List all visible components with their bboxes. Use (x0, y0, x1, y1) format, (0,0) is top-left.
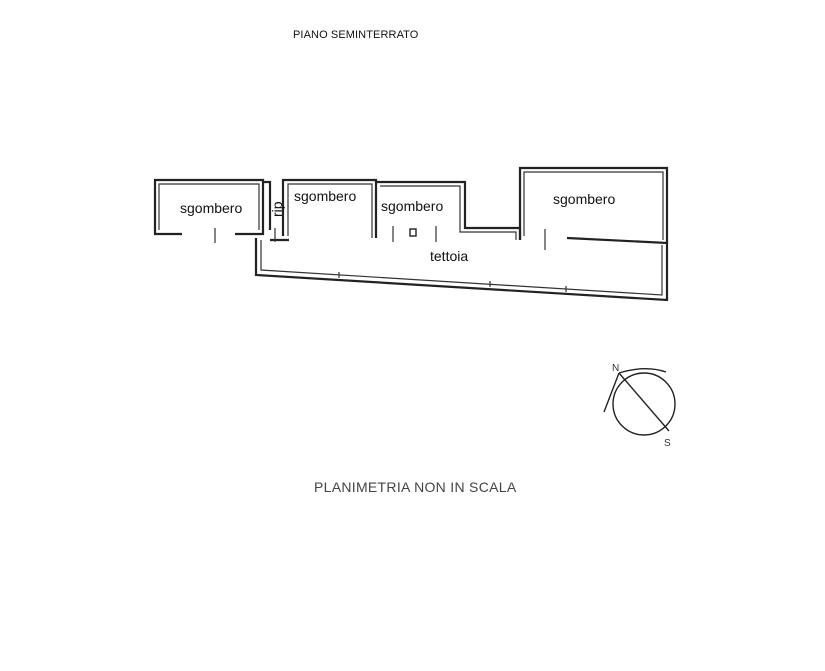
scale-note: PLANIMETRIA NON IN SCALA (314, 479, 517, 495)
compass-south-label: S (664, 438, 671, 449)
room-3-label: sgombero (381, 198, 443, 214)
room-1-label: sgombero (180, 200, 242, 216)
landing-label: rip (269, 201, 285, 217)
plan-title: PIANO SEMINTERRATO (293, 29, 419, 41)
room-4-label: sgombero (553, 191, 615, 207)
landing-walls (263, 180, 289, 242)
compass-icon: N S (603, 363, 676, 449)
canopy-outline (254, 238, 669, 302)
room-2-walls (281, 178, 378, 238)
room-1-walls (153, 178, 265, 243)
room-4-walls (518, 166, 669, 250)
canopy-label: tettoia (430, 248, 468, 264)
room-2-label: sgombero (294, 188, 356, 204)
compass-north-label: N (612, 363, 619, 374)
column-marker (409, 228, 417, 237)
